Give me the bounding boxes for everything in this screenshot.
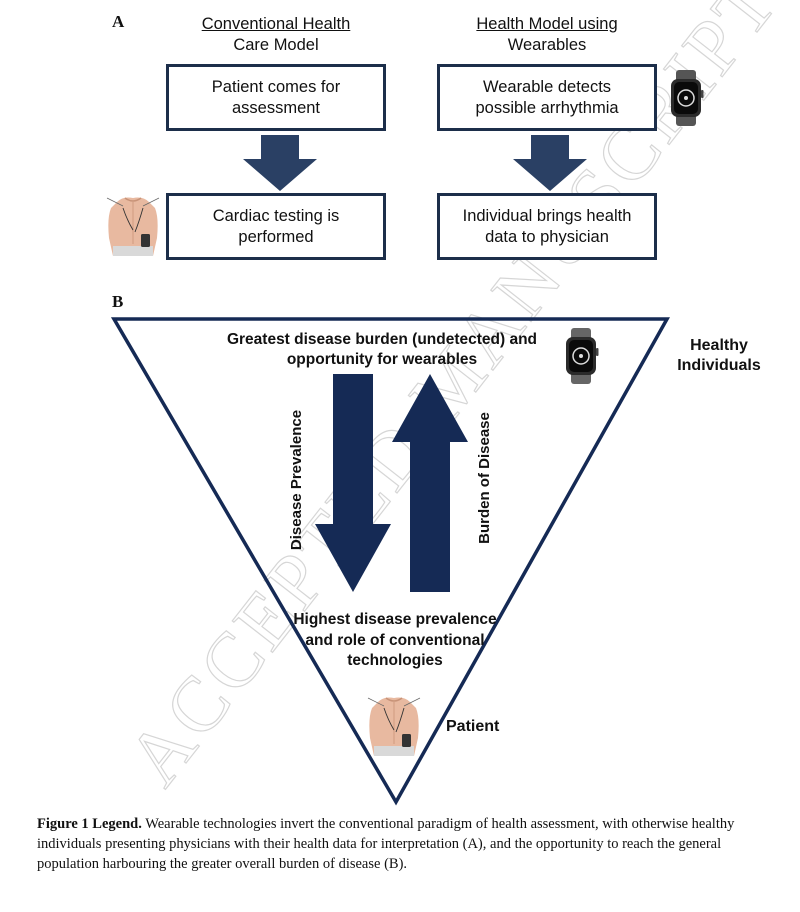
disease-prevalence-label: Disease Prevalence xyxy=(288,409,305,551)
brings-data-text: Individual brings health data to physici… xyxy=(462,206,632,246)
patient-torso-icon xyxy=(106,197,160,256)
cardiac-testing-text: Cardiac testing is performed xyxy=(212,206,340,246)
patient-label: Patient xyxy=(446,718,500,735)
wearable-model-title: Health Model using xyxy=(476,15,618,33)
burden-of-disease-label: Burden of Disease xyxy=(476,412,493,544)
patient-torso-icon xyxy=(367,697,421,756)
wearable-detects-text: Wearable detects possible arrhythmia xyxy=(475,77,619,117)
panel-b-letter: B xyxy=(112,292,124,311)
wearable-model-subtitle: Wearables xyxy=(507,36,587,54)
smartwatch-icon xyxy=(671,70,704,126)
healthy-individuals-label: Healthy Individuals xyxy=(677,337,761,374)
legend-text: Wearable technologies invert the convent… xyxy=(37,816,735,872)
conventional-flow-arrow xyxy=(243,135,317,191)
patient-assessment-text: Patient comes for assessment xyxy=(211,77,341,117)
figure-legend: Figure 1 Legend. Wearable technologies i… xyxy=(37,814,777,874)
disease-prevalence-arrow xyxy=(315,374,391,592)
wearable-model-heading: Health Model using Wearables xyxy=(437,14,657,56)
conventional-model-heading: Conventional Health Care Model xyxy=(166,14,386,56)
highest-prevalence-text: Highest disease prevalence and role of c… xyxy=(293,611,497,669)
legend-label: Figure 1 Legend. xyxy=(37,816,142,832)
panel-a-letter: A xyxy=(112,12,125,31)
greatest-burden-text: Greatest disease burden (undetected) and… xyxy=(226,331,538,368)
cardiac-testing-box: Cardiac testing is performed xyxy=(166,193,386,260)
wearable-detects-box: Wearable detects possible arrhythmia xyxy=(437,64,657,131)
conventional-model-title: Conventional Health xyxy=(201,15,351,33)
burden-of-disease-arrow xyxy=(392,374,468,592)
patient-assessment-box: Patient comes for assessment xyxy=(166,64,386,131)
smartwatch-icon xyxy=(566,328,599,384)
wearable-flow-arrow xyxy=(513,135,587,191)
conventional-model-subtitle: Care Model xyxy=(233,36,319,54)
brings-data-box: Individual brings health data to physici… xyxy=(437,193,657,260)
